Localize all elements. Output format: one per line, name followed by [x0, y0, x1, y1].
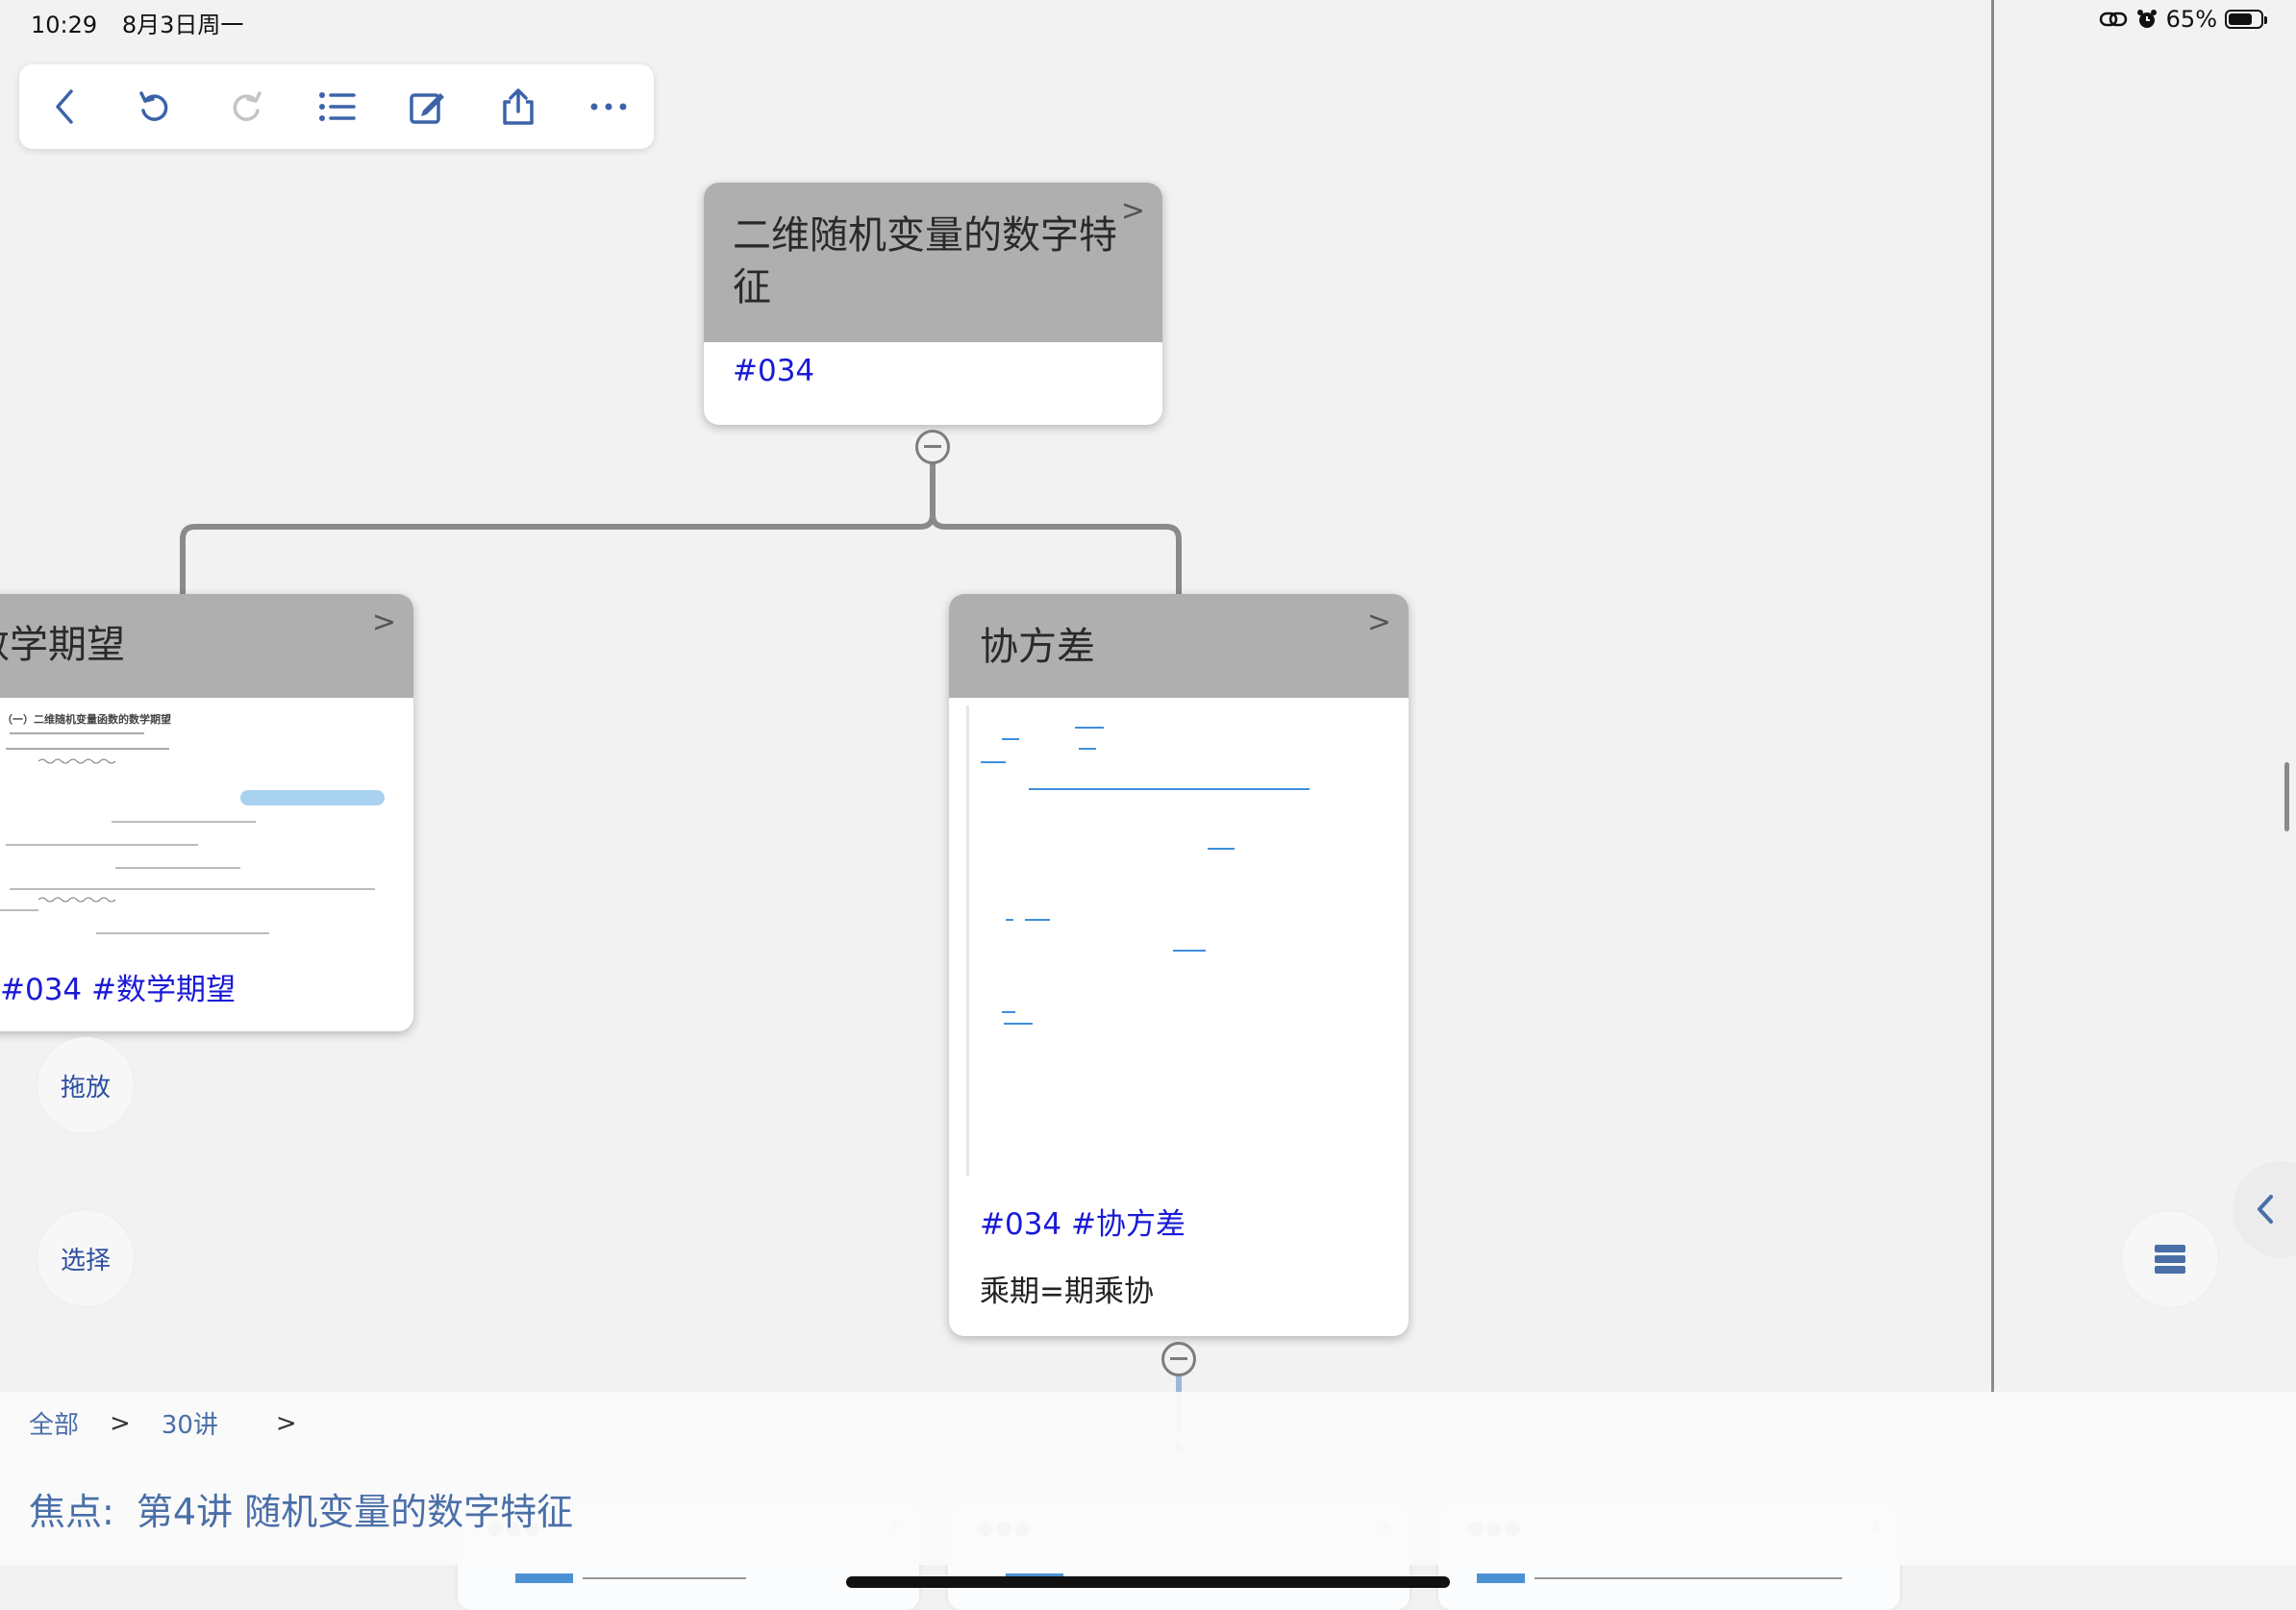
outline-button[interactable] [308, 78, 365, 136]
doc-highlight [240, 790, 385, 805]
alarm-icon [2136, 10, 2157, 28]
battery-percent: 65% [2165, 6, 2217, 33]
undo-icon [139, 91, 168, 121]
right-card-tags[interactable]: #034 #协方差 [980, 1207, 1185, 1242]
doc-heading: （一）二维随机变量函数的数学期望 [2, 713, 171, 726]
root-card-tags[interactable]: #034 [733, 354, 815, 388]
right-card-note: 乘期=期乘协 [980, 1275, 1154, 1309]
redo-button[interactable] [217, 78, 275, 136]
chevron-right-icon[interactable]: > [1120, 194, 1145, 228]
status-right: 65% [2099, 6, 2267, 33]
collapse-button-covariance[interactable] [1161, 1342, 1196, 1376]
share-icon [502, 88, 534, 125]
scrollbar[interactable] [2284, 762, 2289, 831]
toolbar [19, 64, 654, 149]
root-card[interactable]: 二维随机变量的数字特征 > #034 [704, 183, 1162, 425]
breadcrumb-all[interactable]: 全部 [29, 1411, 80, 1440]
stack-icon [2155, 1245, 2185, 1274]
left-card[interactable]: 数学期望 > （一）二维随机变量函数的数学期望 #034 #数学期望 [0, 594, 413, 1031]
doc-label [515, 1573, 573, 1583]
left-card-title: 数学期望 [0, 623, 125, 667]
date-text: 8月3日周一 [121, 12, 244, 38]
breadcrumb: 全部 > 30讲 > [29, 1405, 297, 1441]
list-icon [318, 92, 356, 121]
focus-title[interactable]: 第4讲 随机变量的数字特征 [136, 1491, 574, 1533]
left-card-tags[interactable]: #034 #数学期望 [0, 973, 236, 1007]
edit-icon [410, 93, 445, 124]
link-icon [2099, 12, 2127, 27]
left-card-document-image: （一）二维随机变量函数的数学期望 [0, 698, 413, 977]
more-button[interactable] [580, 78, 637, 136]
back-button[interactable] [36, 78, 93, 136]
chevron-left-icon [56, 89, 73, 124]
breadcrumb-panel: 全部 > 30讲 > 焦点: 第4讲 随机变量的数字特征 [0, 1392, 2296, 1565]
focus-label: 焦点: [29, 1491, 114, 1533]
undo-button[interactable] [126, 78, 184, 136]
share-button[interactable] [489, 78, 547, 136]
chevron-right-icon[interactable]: > [1366, 606, 1391, 639]
root-card-title: 二维随机变量的数字特征 [733, 213, 1117, 310]
select-button[interactable]: 选择 [37, 1210, 134, 1306]
right-card[interactable]: 协方差 > #034 #协方差 乘期=期乘协 [949, 594, 1409, 1336]
edit-button[interactable] [398, 78, 456, 136]
redo-icon [233, 91, 262, 121]
breadcrumb-separator: > [110, 1408, 131, 1438]
right-card-title: 协方差 [980, 625, 1095, 669]
left-card-header: 数学期望 > [0, 594, 413, 698]
time-text: 10:29 [31, 12, 98, 38]
collapse-button-root[interactable] [915, 430, 950, 464]
chevron-right-icon[interactable]: > [371, 606, 396, 639]
root-card-header: 二维随机变量的数字特征 > [704, 183, 1162, 342]
right-card-document-image [966, 706, 1392, 1177]
layers-button[interactable] [2122, 1211, 2218, 1307]
panel-divider[interactable] [1991, 0, 1994, 1392]
drag-button[interactable]: 拖放 [37, 1037, 134, 1133]
status-time: 10:29 8月3日周一 [31, 6, 243, 39]
more-icon [590, 103, 627, 111]
right-card-header: 协方差 > [949, 594, 1409, 698]
home-indicator[interactable] [846, 1576, 1450, 1588]
breadcrumb-separator: > [275, 1408, 297, 1438]
focus-line: 焦点: 第4讲 随机变量的数字特征 [29, 1482, 573, 1535]
battery-icon [2225, 10, 2267, 29]
breadcrumb-lecture[interactable]: 30讲 [161, 1411, 218, 1440]
chevron-left-icon [2258, 1195, 2273, 1224]
